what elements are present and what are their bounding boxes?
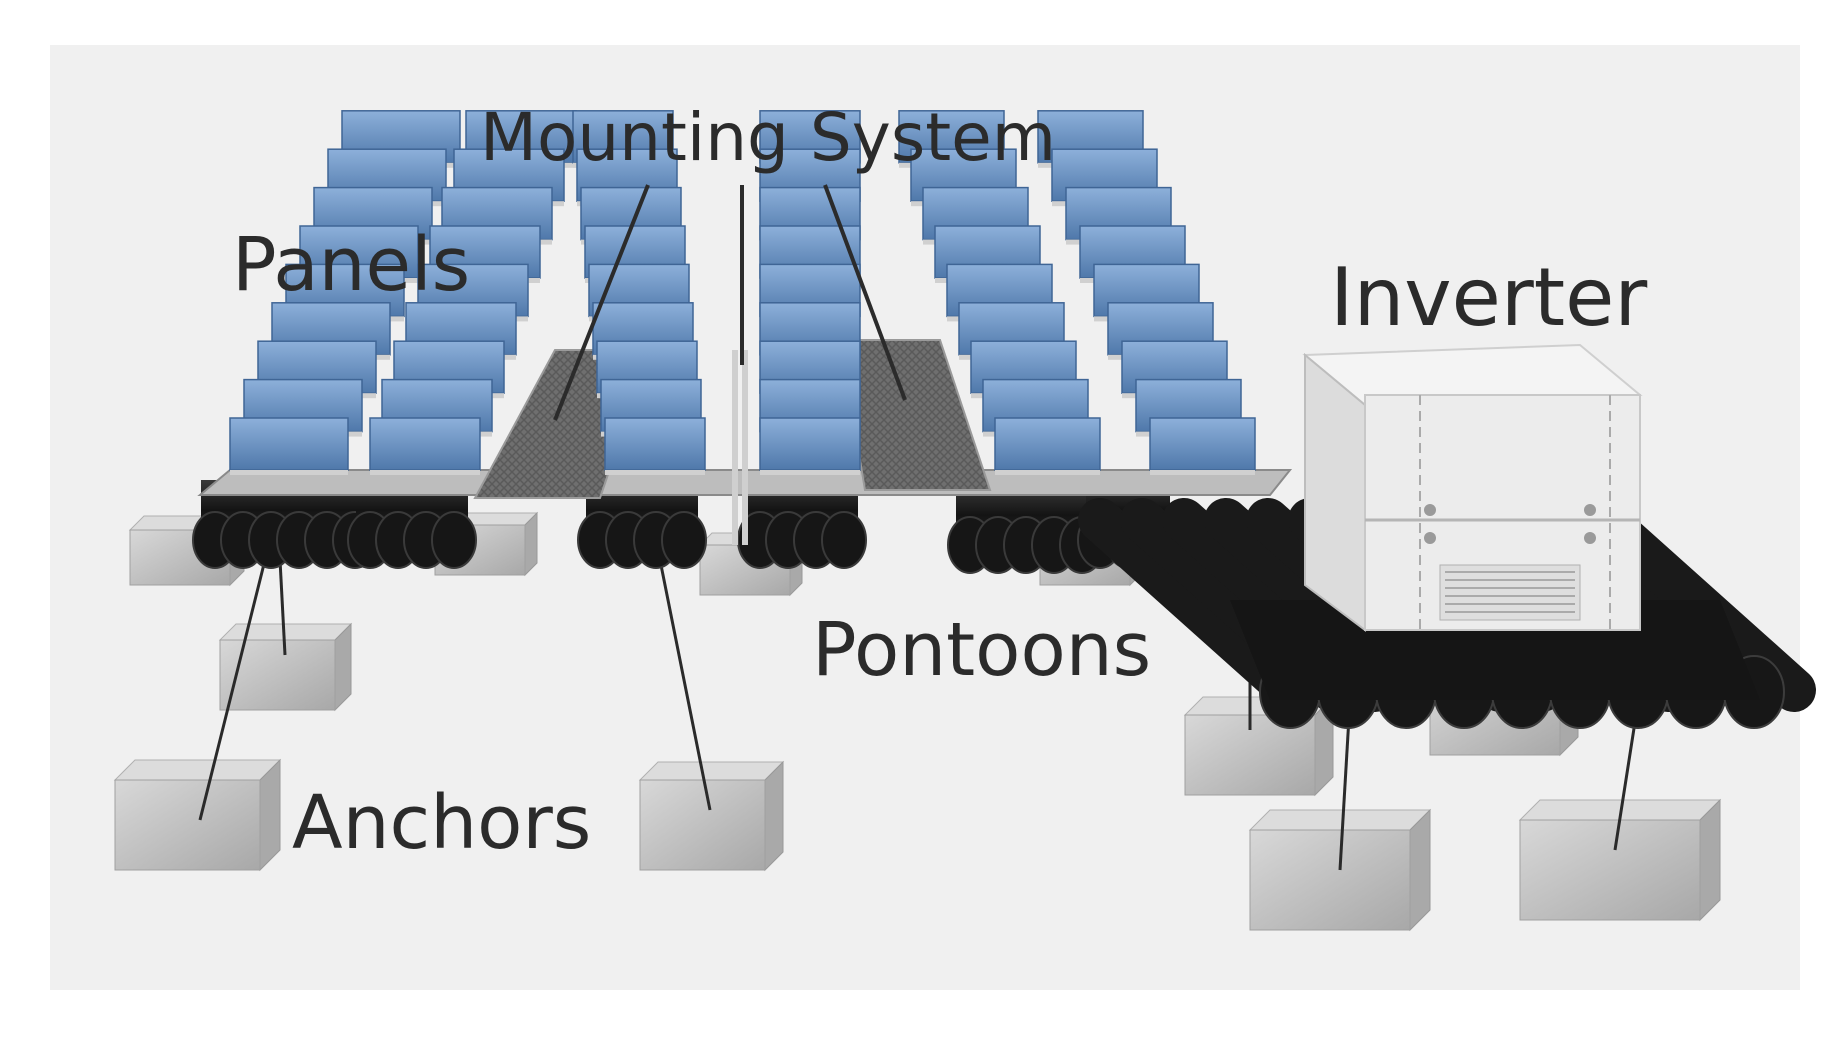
concrete-anchor-block	[1248, 808, 1432, 932]
concrete-anchor-block	[638, 760, 785, 872]
concrete-anchor-block	[218, 622, 353, 712]
solar-panels-group	[229, 110, 1256, 475]
solar-panel	[604, 417, 706, 475]
solar-panel	[994, 417, 1101, 475]
mounting-system-label: Mounting System	[480, 99, 1056, 176]
callout-lines	[553, 184, 907, 421]
anchor-cable	[198, 559, 267, 821]
concrete-anchor-block	[113, 758, 282, 872]
concrete-anchor-block	[1518, 798, 1722, 922]
anchors-label: Anchors	[292, 780, 591, 866]
pontoons-label: Pontoons	[812, 607, 1151, 693]
vent-grille-icon	[1439, 564, 1581, 621]
inverter-unit	[1230, 343, 1760, 700]
solar-panel	[369, 417, 481, 475]
solar-panel	[759, 417, 861, 475]
inverter-label: Inverter	[1330, 251, 1647, 344]
solar-panel	[229, 417, 349, 475]
anchor-cable	[658, 559, 712, 811]
panels-label: Panels	[232, 222, 470, 308]
solar-panel	[1149, 417, 1256, 475]
anchor-cable	[278, 559, 287, 656]
